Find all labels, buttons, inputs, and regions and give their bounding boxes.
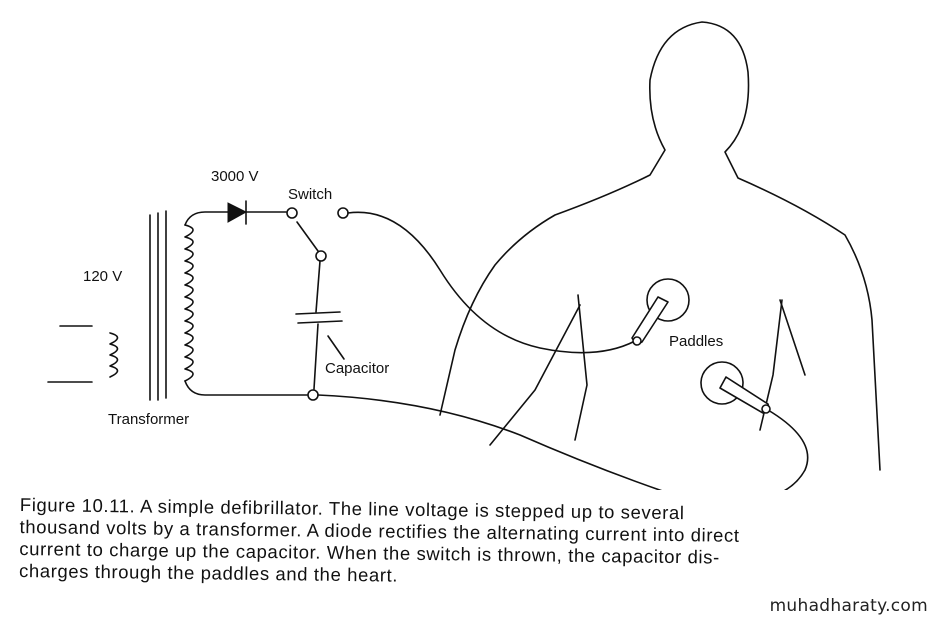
capacitor-plate-top [295, 311, 341, 315]
capacitor-wire-top [315, 260, 321, 313]
chest-line-ribs [489, 304, 581, 446]
capacitor-plate-bottom [297, 320, 343, 324]
body-outline [439, 21, 881, 471]
capacitor-node [307, 389, 319, 401]
lead-to-lower-paddle [317, 394, 809, 490]
diode-icon [227, 202, 248, 223]
site-watermark: muhadharaty.com [769, 596, 928, 616]
label-paddles: Paddles [669, 333, 723, 350]
capacitor-wire-bottom [313, 323, 319, 390]
armpit-line [779, 299, 806, 376]
switch-terminal-2 [337, 207, 349, 219]
chest-line-left [574, 294, 588, 441]
lower-paddle-end [761, 404, 771, 414]
label-transformer: Transformer [108, 411, 189, 428]
label-switch: Switch [288, 186, 332, 203]
figure-caption: Figure 10.11. A simple defibrillator. Th… [19, 494, 910, 593]
upper-paddle-end [632, 336, 642, 346]
label-input-voltage: 120 V [83, 268, 122, 285]
switch-terminal-1 [286, 207, 298, 219]
label-output-voltage: 3000 V [211, 168, 259, 185]
lead-to-upper-paddle [347, 211, 636, 354]
primary-coil [109, 332, 119, 378]
switch-blade [296, 221, 319, 252]
defibrillator-diagram: 120 V 3000 V Switch Capacitor Transforme… [47, 21, 881, 490]
secondary-top-lead [184, 211, 229, 226]
secondary-bottom-lead [184, 380, 308, 396]
secondary-coil [184, 224, 194, 382]
capacitor-leader [327, 335, 345, 360]
switch-pivot [315, 250, 327, 262]
label-capacitor: Capacitor [325, 360, 389, 377]
